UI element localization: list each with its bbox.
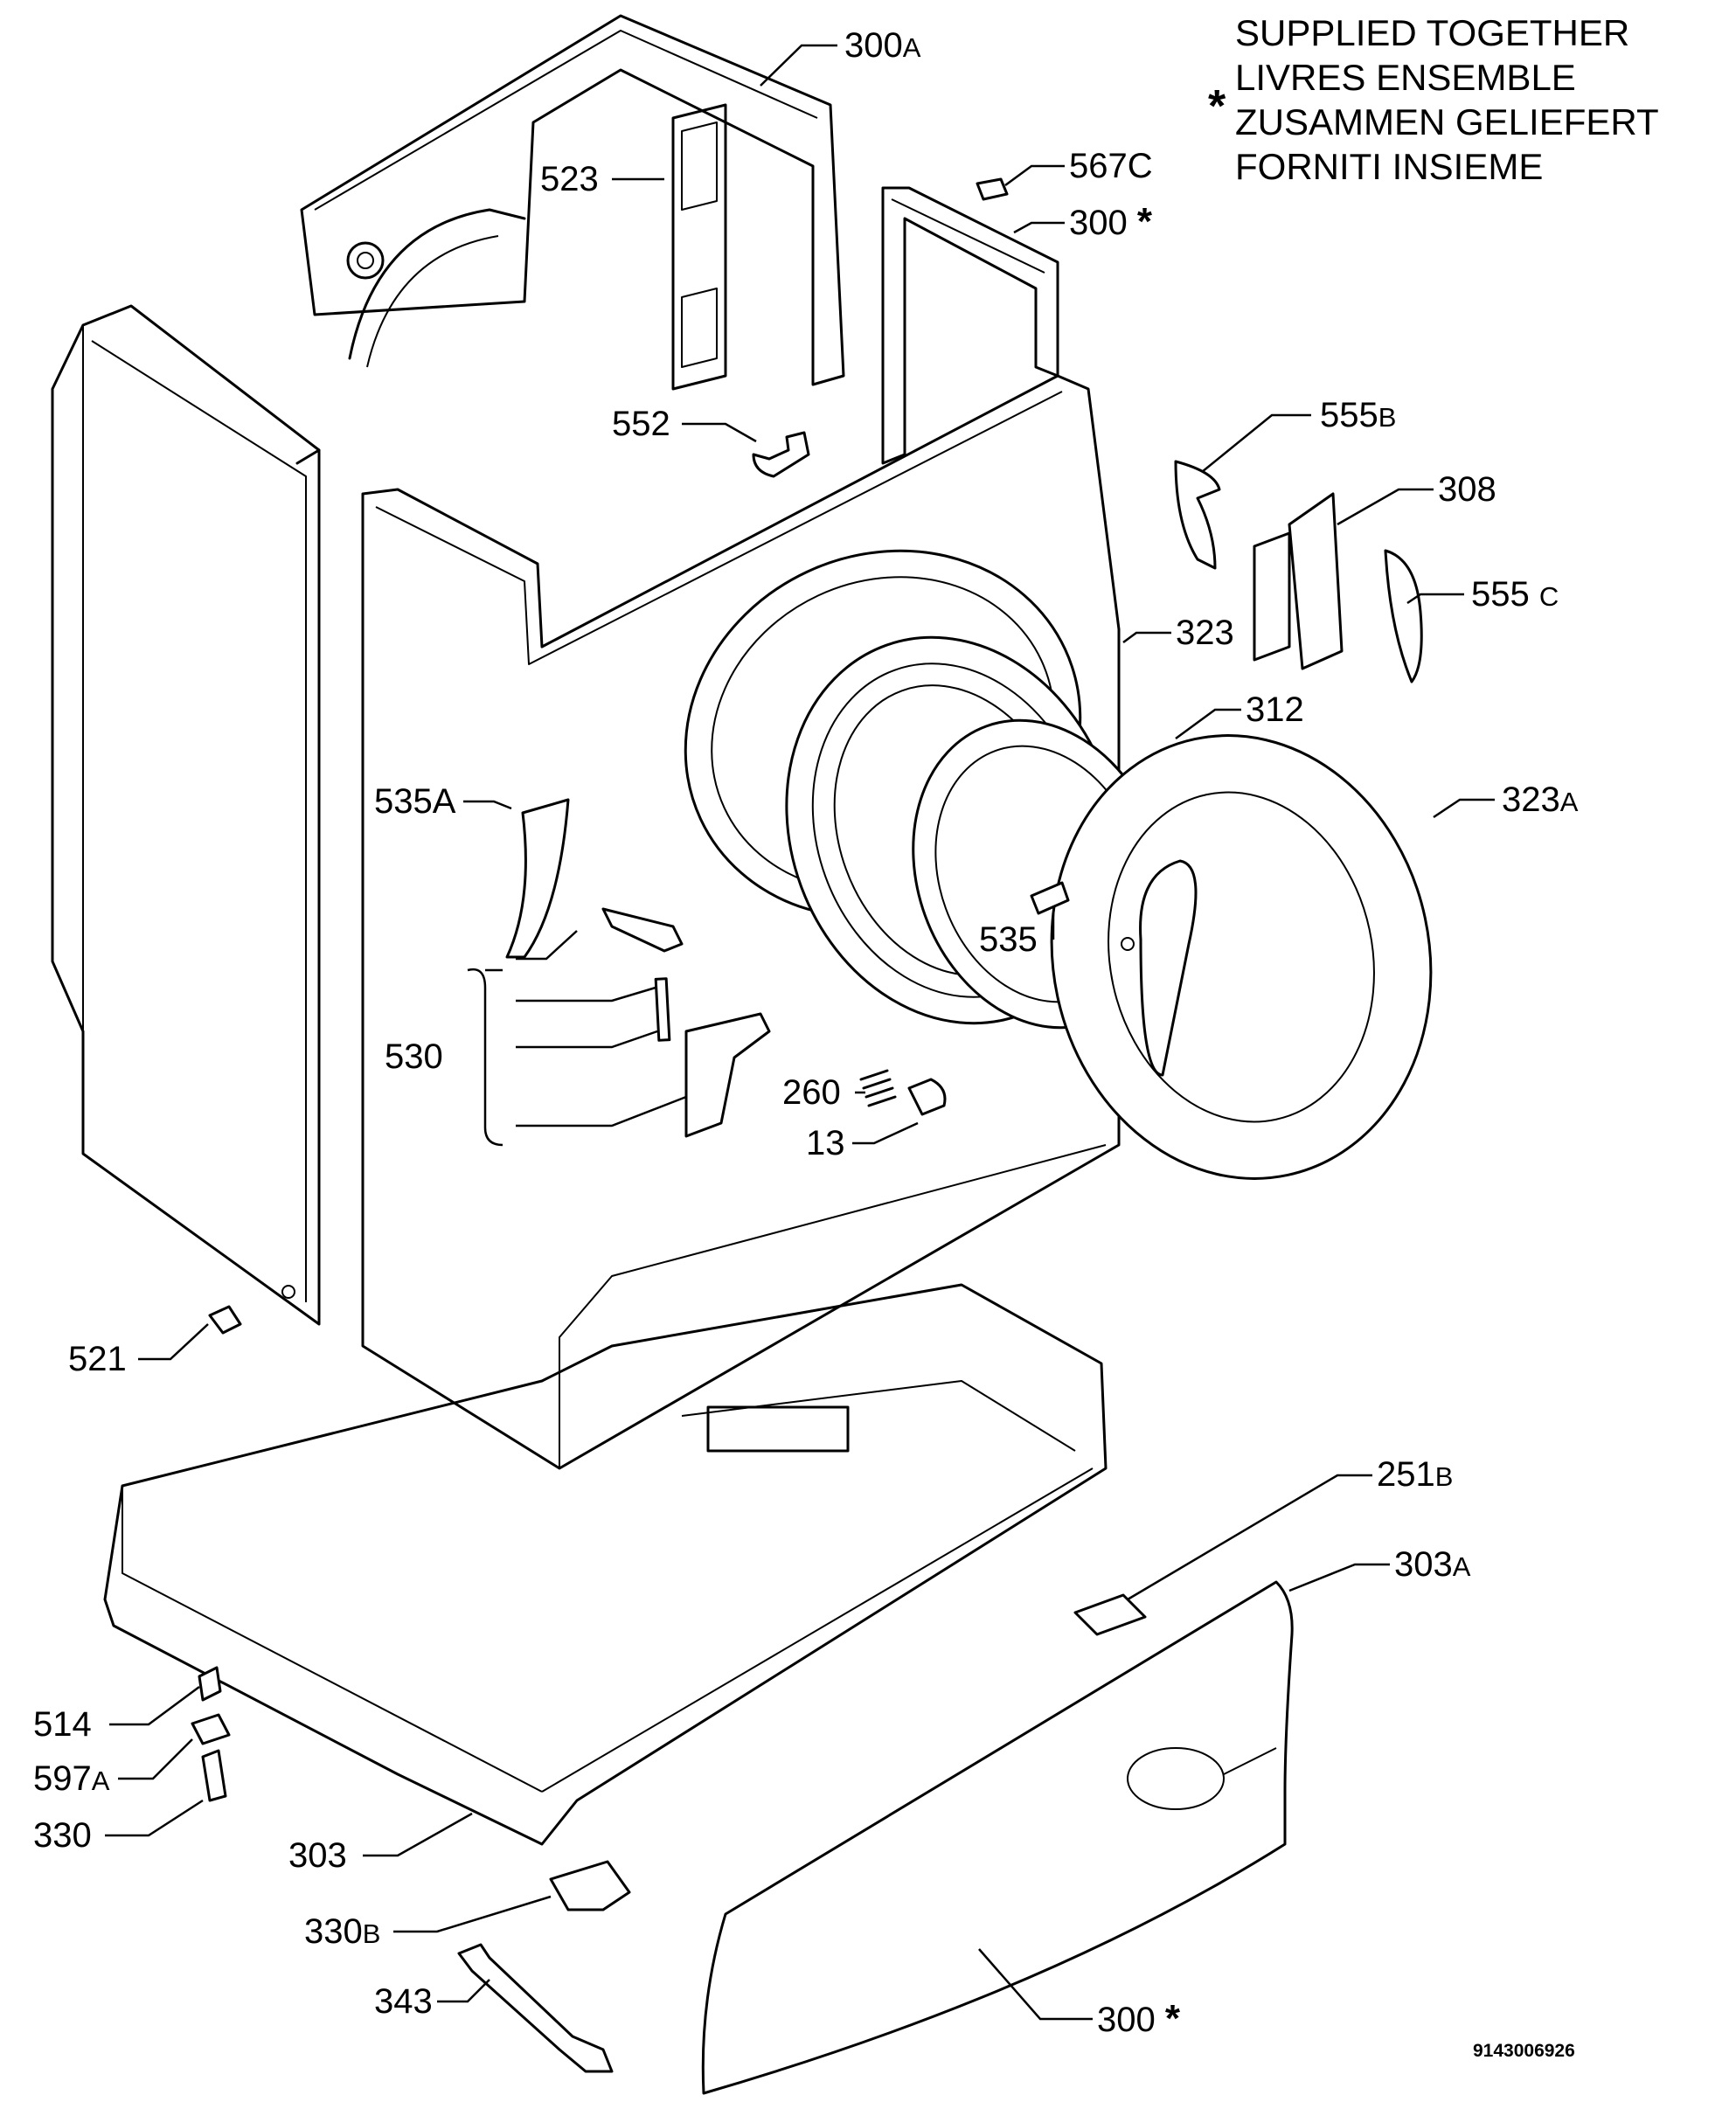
foot-330B: [549, 1860, 631, 1911]
leader-lines: [105, 44, 1495, 2021]
callout-251B: 251B: [1377, 1455, 1454, 1494]
callout-300A: 300A: [844, 26, 921, 65]
callout-303A: 303A: [1394, 1545, 1471, 1584]
legend-line-fr: LIVRES ENSEMBLE: [1235, 57, 1576, 98]
legend-line-de: ZUSAMMEN GELIEFERT: [1235, 101, 1659, 142]
lock-plate-535A: [505, 798, 570, 959]
legend-line-en: SUPPLIED TOGETHER: [1235, 12, 1630, 53]
cabinet-top-frame: [300, 14, 845, 386]
callout-323A: 323A: [1502, 780, 1579, 819]
callout-535: 535: [979, 920, 1038, 959]
legend: SUPPLIED TOGETHER LIVRES ENSEMBLE ZUSAMM…: [1235, 10, 1659, 189]
spring-260: [859, 1069, 897, 1107]
outer-door: [1050, 734, 1433, 1180]
plinth-panel: [701, 1580, 1294, 2095]
callout-567C: 567C: [1069, 147, 1153, 185]
callout-300-star-top: 300 *: [1069, 200, 1152, 243]
pin-part: [654, 977, 671, 1042]
screw-521: [208, 1305, 242, 1335]
switch-frame-part: [671, 103, 727, 391]
callout-535A: 535A: [374, 782, 456, 821]
base-frame: [103, 1283, 1108, 1846]
hook-bracket: [684, 1012, 771, 1138]
callout-323: 323: [1176, 614, 1234, 652]
wrench-343: [457, 1943, 614, 2073]
support-251B: [1073, 1593, 1147, 1636]
callout-330: 330: [33, 1816, 92, 1855]
callout-260: 260: [782, 1073, 841, 1112]
document-number: 9143006926: [1473, 2041, 1575, 2061]
foot-330: [201, 1749, 227, 1802]
cap-part-13: [907, 1078, 947, 1116]
callout-514: 514: [33, 1705, 92, 1744]
nut-597A: [191, 1713, 231, 1745]
hinge-308: [1253, 492, 1344, 670]
callout-521: 521: [68, 1340, 127, 1378]
callout-555C: 555 C: [1471, 575, 1559, 614]
callout-308: 308: [1438, 470, 1496, 509]
callout-312: 312: [1246, 690, 1304, 729]
pin-535: [1030, 881, 1070, 915]
callout-330B: 330B: [304, 1912, 381, 1951]
legend-line-it: FORNITI INSIEME: [1235, 146, 1544, 187]
callout-300-star-bottom: 300 *: [1097, 1997, 1180, 2040]
callout-523: 523: [540, 160, 599, 198]
callout-13: 13: [806, 1124, 845, 1162]
hinge-cover-555C: [1384, 549, 1423, 683]
right-frame-rail: [881, 186, 1059, 465]
lever-part: [601, 907, 684, 953]
screw-514: [198, 1666, 222, 1702]
clip-part-567C: [976, 177, 1009, 201]
callout-303: 303: [288, 1836, 347, 1875]
callout-343: 343: [374, 1982, 433, 2021]
callout-555B: 555B: [1320, 396, 1397, 434]
callout-530: 530: [385, 1037, 443, 1076]
left-side-panel: [51, 304, 321, 1326]
callout-597A: 597A: [33, 1759, 110, 1798]
hinge-cover-555B: [1174, 460, 1221, 570]
callout-552: 552: [612, 405, 670, 443]
clip-part-552: [752, 431, 810, 478]
legend-star: *: [1208, 81, 1226, 132]
